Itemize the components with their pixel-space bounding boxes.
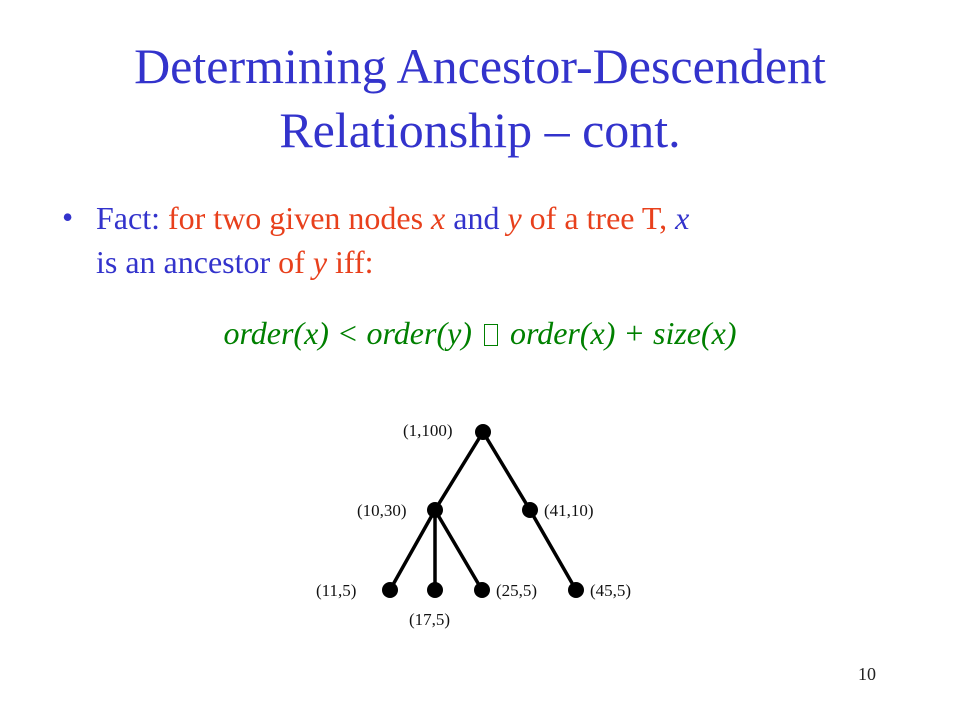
node-label-n11: (11,5) [316,581,356,600]
bullet-fact-label: Fact: [96,200,168,236]
tree-node-n25 [474,582,490,598]
tree-node-root [475,424,491,440]
tree-nodes [382,424,584,598]
bullet-span: of [278,244,313,280]
bullet-span: of a tree T, [521,200,676,236]
bullet-text: Fact: for two given nodes x and y of a t… [96,196,896,284]
var-y: y [507,200,522,236]
formula-left: order(x) < order(y) [223,315,480,351]
node-label-n45: (45,5) [590,581,631,600]
slide-title: Determining Ancestor-Descendent Relation… [0,34,960,162]
edge-n41-n45 [528,508,578,592]
bullet-marker: • [62,199,74,235]
node-label-n25: (25,5) [496,581,537,600]
edge-n10-n25 [433,508,484,592]
tree-node-n41 [522,502,538,518]
title-line-2: Relationship – cont. [279,102,681,158]
tree-node-n17 [427,582,443,598]
page-number: 10 [858,664,876,684]
bullet-span: and [445,200,508,236]
node-label-n17: (17,5) [409,610,450,629]
var-x: x [431,200,446,236]
node-label-n10: (10,30) [357,501,407,520]
tree-diagram: (1,100) (10,30) (41,10) (11,5) (17,5) (2… [316,421,631,629]
title-line-1: Determining Ancestor-Descendent [134,38,826,94]
missing-glyph-box [483,324,498,346]
tree-node-n10 [427,502,443,518]
edge-root-n41 [481,430,532,512]
node-label-n41: (41,10) [544,501,594,520]
bullet-span: iff: [327,244,374,280]
edge-n10-n11 [388,508,437,592]
formula-right: order(x) + size(x) [501,315,737,351]
tree-node-n45 [568,582,584,598]
formula: order(x) < order(y) order(x) + size(x) [0,312,960,354]
var-y: y [312,244,328,280]
tree-labels: (1,100) (10,30) (41,10) (11,5) (17,5) (2… [316,421,631,629]
node-label-root: (1,100) [403,421,453,440]
var-x: x [675,200,690,236]
tree-edges [388,430,578,592]
tree-node-n11 [382,582,398,598]
bullet-span: is an ancestor [96,244,279,280]
edge-root-n10 [433,430,485,512]
bullet-span: for two given nodes [167,200,432,236]
